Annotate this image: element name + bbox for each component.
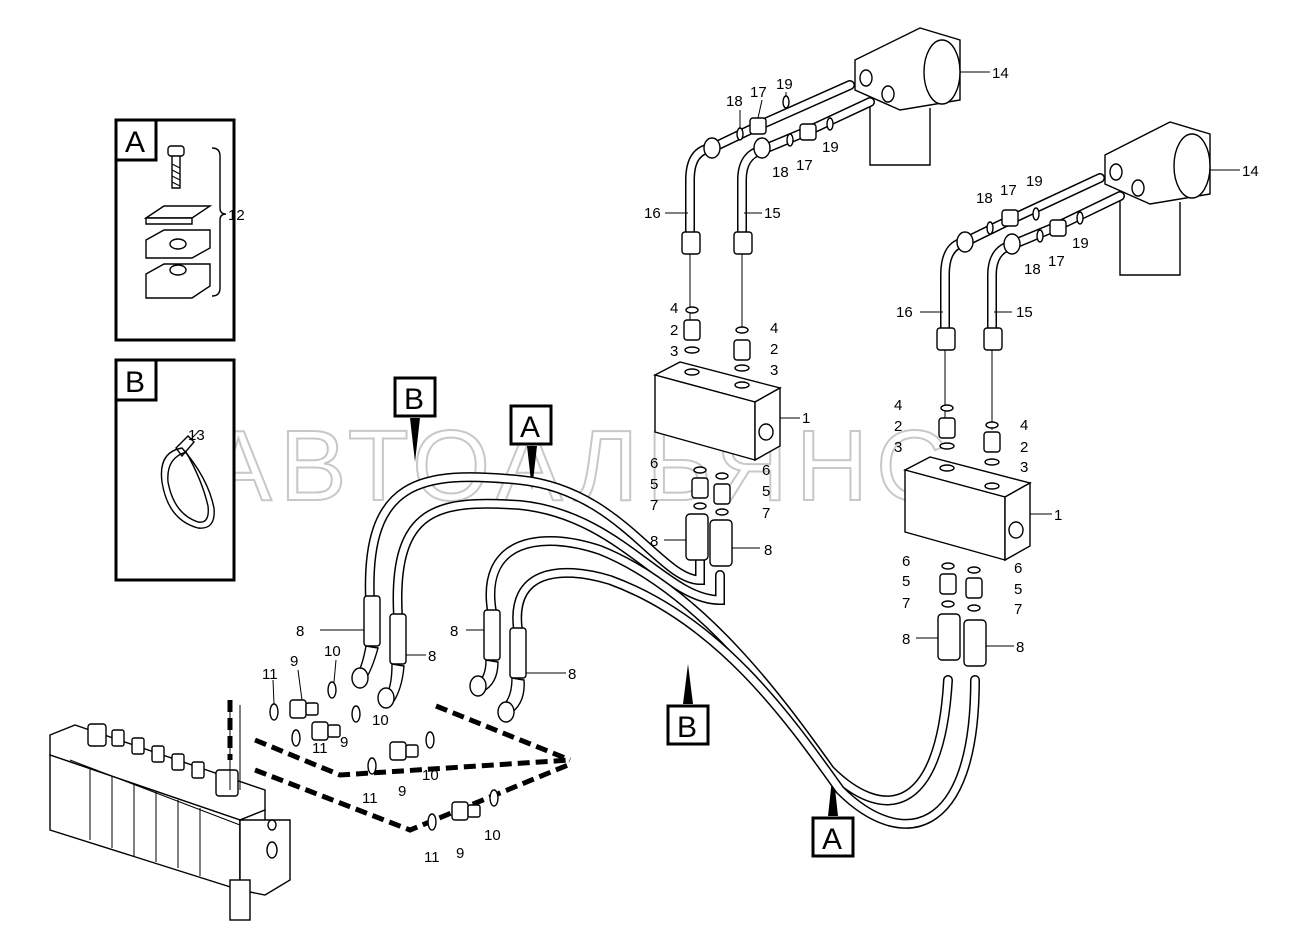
callout-2: 2 xyxy=(770,341,778,358)
callout-11: 11 xyxy=(424,849,440,866)
callout-17: 17 xyxy=(1000,182,1017,199)
detail-b-letter: B xyxy=(125,366,145,399)
callout-2: 2 xyxy=(894,418,902,435)
detail-a-box: A 12 xyxy=(114,118,245,342)
callout-11: 11 xyxy=(262,666,278,683)
cylinder-right xyxy=(1104,121,1211,276)
callout-8: 8 xyxy=(428,648,436,665)
callout-7: 7 xyxy=(762,505,770,522)
callout-4: 4 xyxy=(770,320,778,337)
callout-1: 1 xyxy=(802,410,810,427)
callout-7: 7 xyxy=(902,595,910,612)
callout-16: 16 xyxy=(644,205,661,222)
callout-8: 8 xyxy=(296,623,304,640)
callout-18: 18 xyxy=(1024,261,1041,278)
valve-block-right xyxy=(903,404,1032,667)
callout-5: 5 xyxy=(650,476,658,493)
callout-5: 5 xyxy=(1014,581,1022,598)
callout-8: 8 xyxy=(568,666,576,683)
callout-16: 16 xyxy=(896,304,913,321)
section-marker-b-top: B xyxy=(393,376,437,462)
callout-19: 19 xyxy=(1026,173,1043,190)
connectors-left xyxy=(269,681,499,831)
pipes-left xyxy=(681,80,875,330)
cylinder-left xyxy=(854,27,961,166)
callout-4: 4 xyxy=(670,300,678,317)
callout-11: 11 xyxy=(362,790,378,807)
svg-text:B: B xyxy=(677,711,697,744)
callout-17: 17 xyxy=(796,157,813,174)
callout-15: 15 xyxy=(1016,304,1033,321)
callout-5: 5 xyxy=(902,573,910,590)
callout-18: 18 xyxy=(772,164,789,181)
svg-text:B: B xyxy=(404,383,424,416)
section-marker-a-top: A xyxy=(509,404,553,490)
pipes-right xyxy=(936,173,1125,430)
callout-1: 1 xyxy=(1054,507,1062,524)
callout-14-left: 14 xyxy=(992,65,1009,82)
leader-lines xyxy=(272,71,1240,705)
callout-9: 9 xyxy=(398,783,406,800)
callout-6: 6 xyxy=(902,553,910,570)
callout-15: 15 xyxy=(764,205,781,222)
callout-10: 10 xyxy=(422,767,439,784)
callout-19: 19 xyxy=(822,139,839,156)
callout-17: 17 xyxy=(750,84,767,101)
callout-7: 7 xyxy=(1014,601,1022,618)
callout-19: 19 xyxy=(1072,235,1089,252)
svg-text:A: A xyxy=(520,411,540,444)
callout-2: 2 xyxy=(1020,439,1028,456)
callout-17: 17 xyxy=(1048,253,1065,270)
callout-6: 6 xyxy=(762,462,770,479)
callout-8: 8 xyxy=(764,542,772,559)
hose-group xyxy=(364,472,980,829)
callout-8: 8 xyxy=(650,533,658,550)
callout-13: 13 xyxy=(188,427,205,444)
callout-4: 4 xyxy=(894,397,902,414)
valve-block-left xyxy=(653,306,782,567)
section-marker-b-bottom: B xyxy=(666,664,710,746)
svg-text:A: A xyxy=(822,823,842,856)
callout-10: 10 xyxy=(324,643,341,660)
callout-3: 3 xyxy=(1020,459,1028,476)
callout-18: 18 xyxy=(976,190,993,207)
callout-3: 3 xyxy=(670,343,678,360)
callout-7: 7 xyxy=(650,497,658,514)
hose-sleeves-left xyxy=(351,595,527,723)
callout-6: 6 xyxy=(1014,560,1022,577)
callout-labels: 14 18 17 19 18 17 19 16 15 4 2 3 4 2 3 1… xyxy=(262,65,1259,866)
callout-5: 5 xyxy=(762,483,770,500)
callout-18: 18 xyxy=(726,93,743,110)
callout-14-right: 14 xyxy=(1242,163,1259,180)
callout-3: 3 xyxy=(770,362,778,379)
section-marker-a-bottom: A xyxy=(811,770,855,858)
callout-3: 3 xyxy=(894,439,902,456)
watermark: АВТОАЛЬЯНС xyxy=(205,410,956,522)
callout-19: 19 xyxy=(776,76,793,93)
callout-10: 10 xyxy=(372,712,389,729)
callout-9: 9 xyxy=(340,734,348,751)
callout-9: 9 xyxy=(456,845,464,862)
callout-2: 2 xyxy=(670,322,678,339)
callout-4: 4 xyxy=(1020,417,1028,434)
callout-9: 9 xyxy=(290,653,298,670)
callout-6: 6 xyxy=(650,455,658,472)
callout-12: 12 xyxy=(228,207,245,224)
dashed-lines xyxy=(227,700,571,833)
callout-8: 8 xyxy=(902,631,910,648)
callout-8: 8 xyxy=(450,623,458,640)
callout-8: 8 xyxy=(1016,639,1024,656)
callout-11: 11 xyxy=(312,740,328,757)
detail-b-box: B 13 xyxy=(114,358,236,582)
callout-10: 10 xyxy=(484,827,501,844)
control-valve xyxy=(49,705,291,921)
detail-a-letter: A xyxy=(125,126,145,159)
